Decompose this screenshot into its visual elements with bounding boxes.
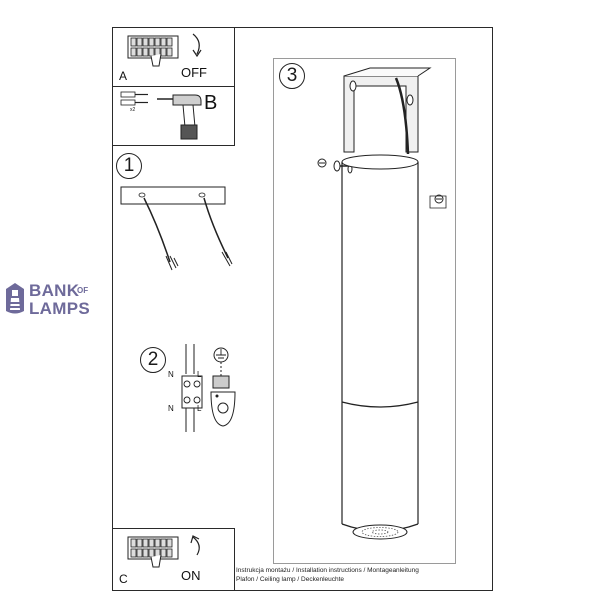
screws-icon [120, 91, 148, 106]
step-a-panel: A OFF [112, 27, 235, 87]
caption-line-1: Instrukcja montażu / Installation instru… [236, 567, 419, 574]
drill-icon [157, 94, 202, 140]
lighthouse-icon [6, 283, 24, 314]
step-1-number: 1 [116, 153, 142, 179]
step-b-letter: B [204, 92, 218, 114]
brand-line2: LAMPS [29, 299, 90, 318]
screw-count: x2 [130, 107, 136, 113]
arrow-down-icon [192, 33, 202, 58]
brand-of: OF [77, 286, 89, 295]
step-2-number: 2 [140, 347, 166, 373]
step-c-on-label: ON [181, 568, 201, 583]
caption-line-2: Plafon / Ceiling lamp / Deckenleuchte [236, 576, 345, 583]
step-3-number: 3 [279, 63, 305, 89]
mounting-bracket-wires-drawing [120, 186, 233, 271]
arrow-up-icon [190, 535, 200, 556]
switch-on-icon [127, 536, 179, 568]
wire-n-top: N [168, 370, 174, 379]
wire-l-bottom: L [197, 404, 202, 413]
terminal-block-drawing [181, 344, 203, 432]
ground-terminal-drawing [210, 347, 236, 427]
instruction-frame [112, 27, 493, 591]
brand-line1: BANK [29, 281, 80, 300]
switch-off-icon [127, 35, 179, 67]
step-a-letter: A [119, 69, 128, 83]
brand-logo: BANK OF LAMPS [0, 280, 104, 320]
wire-l-top: L [197, 370, 202, 379]
step-c-panel: C ON [112, 528, 235, 591]
step3-area [273, 58, 456, 564]
ceiling-lamp-assembly-drawing [317, 67, 447, 540]
step-c-letter: C [119, 572, 128, 586]
step-a-off-label: OFF [181, 65, 207, 80]
wire-n-bottom: N [168, 404, 174, 413]
step-b-panel: x2 B [112, 86, 235, 146]
